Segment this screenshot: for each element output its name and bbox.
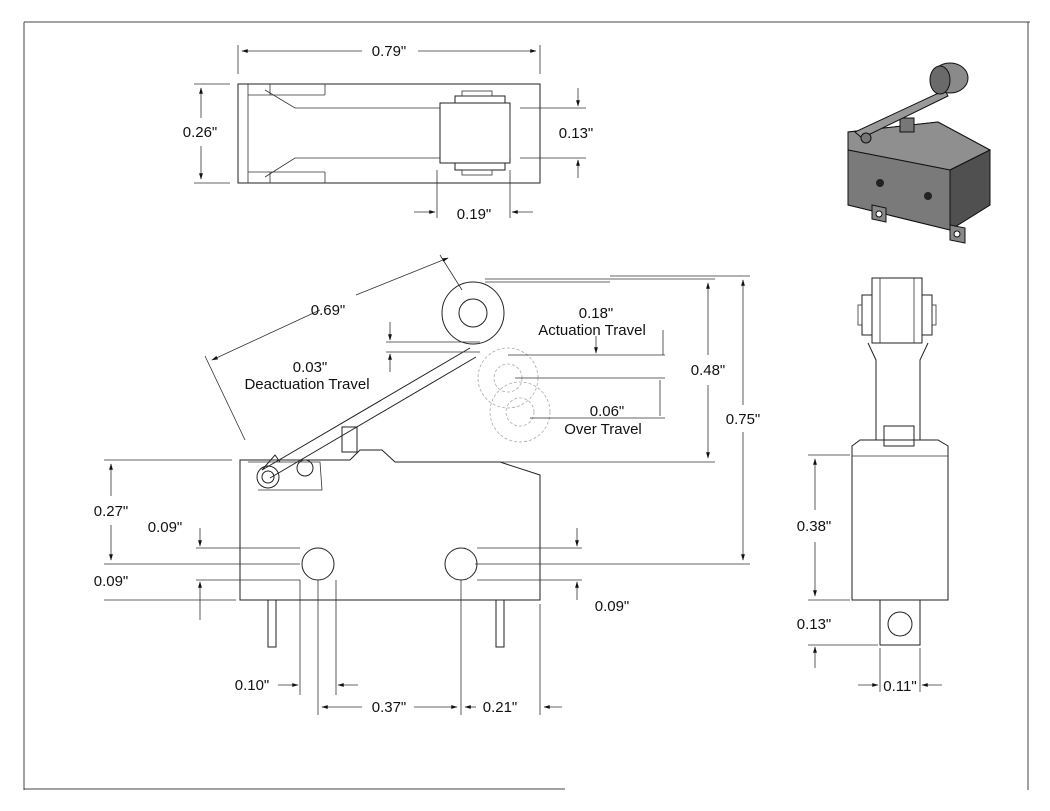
lever-length-label: 0.69" xyxy=(311,302,346,319)
end-terminal-height-label: 0.13" xyxy=(797,616,832,633)
over-travel-value: 0.06" xyxy=(590,403,625,420)
deactuation-travel-value: 0.03" xyxy=(293,359,328,376)
hole-right-label: 0.09" xyxy=(595,598,630,615)
total-height-label: 0.75" xyxy=(726,411,761,428)
top-view-dimensions xyxy=(194,45,586,218)
top-height-label: 0.26" xyxy=(183,124,218,141)
actuation-travel-value: 0.18" xyxy=(579,305,614,322)
side-view xyxy=(239,281,551,648)
hole-bottom-label: 0.09" xyxy=(94,573,129,590)
top-view xyxy=(237,83,541,184)
over-travel-label: Over Travel xyxy=(564,421,642,438)
body-to-hole-label: 0.27" xyxy=(94,503,129,520)
side-view-dimensions xyxy=(104,254,750,715)
end-terminal-width-label: 0.11" xyxy=(883,678,916,695)
pin-offset-label: 0.10" xyxy=(235,677,270,694)
sheet-frame xyxy=(23,21,1030,790)
end-view-dimensions xyxy=(808,454,942,692)
lever-height-label: 0.48" xyxy=(691,362,726,379)
end-view xyxy=(851,277,949,646)
hole-to-edge-label: 0.21" xyxy=(483,699,518,716)
roller-offset-label: 0.19" xyxy=(457,206,492,223)
roller-width-label: 0.13" xyxy=(559,125,594,142)
hole-spacing-label: 0.37" xyxy=(372,699,407,716)
end-body-height-label: 0.38" xyxy=(797,518,832,535)
deactuation-travel-label: Deactuation Travel xyxy=(244,376,369,393)
top-width-label: 0.79" xyxy=(372,43,407,60)
isometric-render xyxy=(847,62,992,244)
actuation-travel-label: Actuation Travel xyxy=(538,322,646,339)
hole-top-label: 0.09" xyxy=(148,519,183,536)
